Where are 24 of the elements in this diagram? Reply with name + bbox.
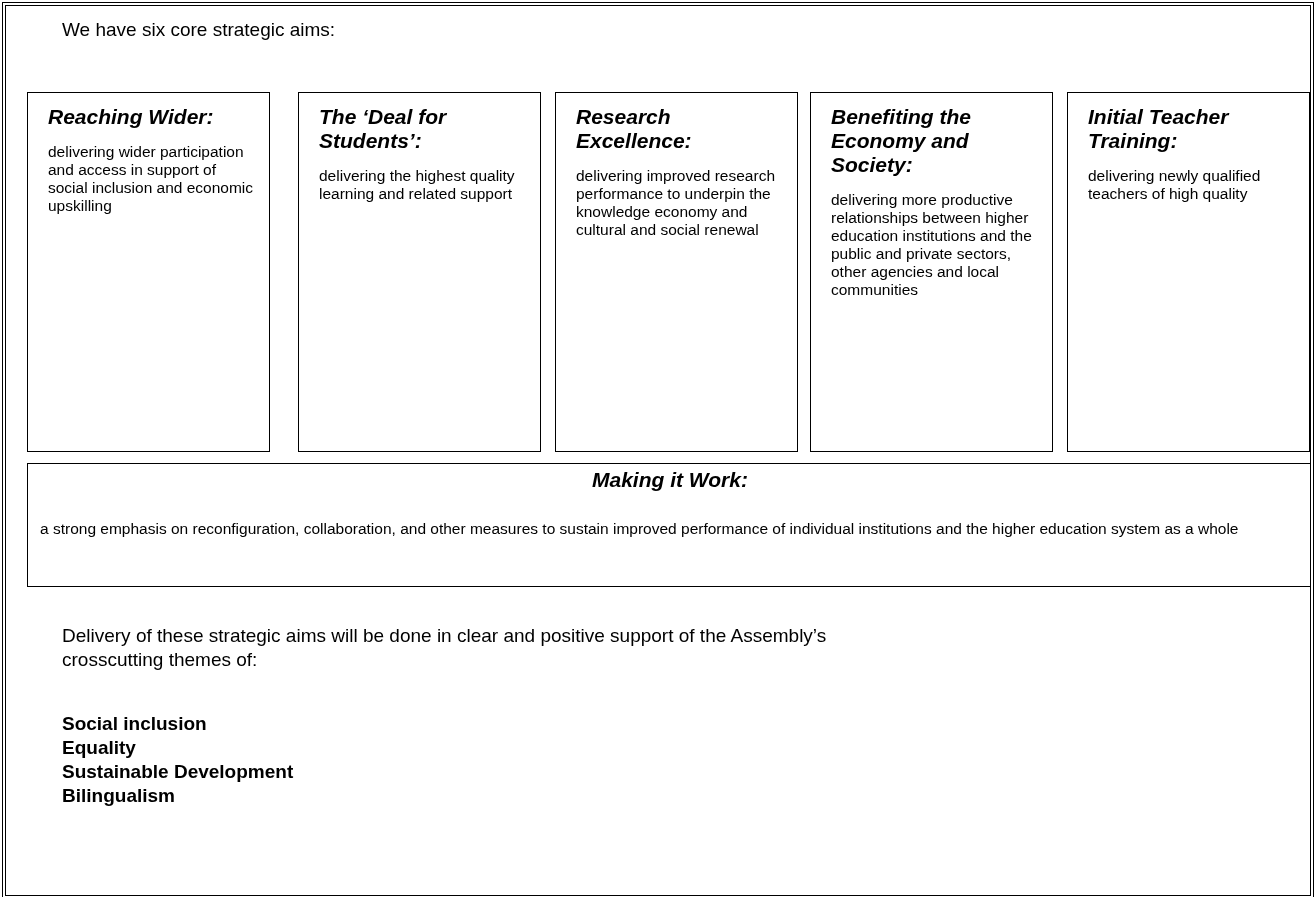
aim-heading: Making it Work: bbox=[591, 468, 749, 492]
intro-text: Delivery of these strategic aims will be done in clear and positive support of the Assembly’s crosscutting themes of: bbox=[62, 624, 828, 672]
theme-item: Sustainable Development bbox=[62, 760, 295, 784]
aim-heading: Initial Teacher Training: bbox=[1088, 105, 1231, 153]
aim-description: delivering more productive relationships between higher education institutions and the public and private sectors, other agencies and local communities bbox=[831, 191, 1033, 299]
aim-description: delivering improved research performance to underpin the knowledge economy and cultural and social renewal bbox=[576, 167, 776, 239]
aim-box bbox=[298, 92, 541, 452]
aim-box bbox=[555, 92, 798, 452]
aim-heading: Benefiting the Economy and Society: bbox=[831, 105, 972, 177]
aim-box bbox=[1067, 92, 1310, 452]
aim-heading: Research Excellence: bbox=[576, 105, 693, 153]
theme-item: Equality bbox=[62, 736, 137, 760]
aim-box bbox=[27, 463, 1311, 587]
theme-item: Social inclusion bbox=[62, 712, 208, 736]
theme-item: Bilingualism bbox=[62, 784, 176, 808]
aim-heading: Reaching Wider: bbox=[48, 105, 215, 129]
aim-description: a strong emphasis on reconfiguration, collaboration, and other measures to sustain improved performance of individual institutions and the higher education system as a whole bbox=[40, 520, 1240, 538]
aim-description: delivering newly qualified teachers of high quality bbox=[1088, 167, 1262, 203]
intro-text: We have six core strategic aims: bbox=[62, 18, 337, 42]
aim-description: delivering the highest quality learning and related support bbox=[319, 167, 516, 203]
aim-description: delivering wider participation and access in support of social inclusion and economic upskilling bbox=[48, 143, 255, 215]
aim-heading: The ‘Deal for Students’: bbox=[319, 105, 448, 153]
aim-box bbox=[810, 92, 1053, 452]
aim-box bbox=[27, 92, 270, 452]
